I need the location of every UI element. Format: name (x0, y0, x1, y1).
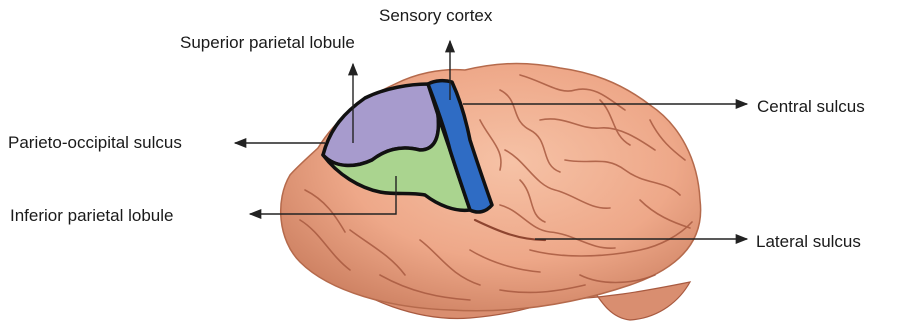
label-central-sulcus: Central sulcus (757, 97, 865, 117)
label-sensory-cortex: Sensory cortex (379, 6, 492, 26)
label-parieto-occipital-sulcus: Parieto-occipital sulcus (8, 133, 182, 153)
label-lateral-sulcus: Lateral sulcus (756, 232, 861, 252)
label-inferior-parietal-lobule: Inferior parietal lobule (10, 206, 173, 226)
brain-outline (281, 64, 701, 311)
label-superior-parietal-lobule: Superior parietal lobule (180, 33, 355, 53)
